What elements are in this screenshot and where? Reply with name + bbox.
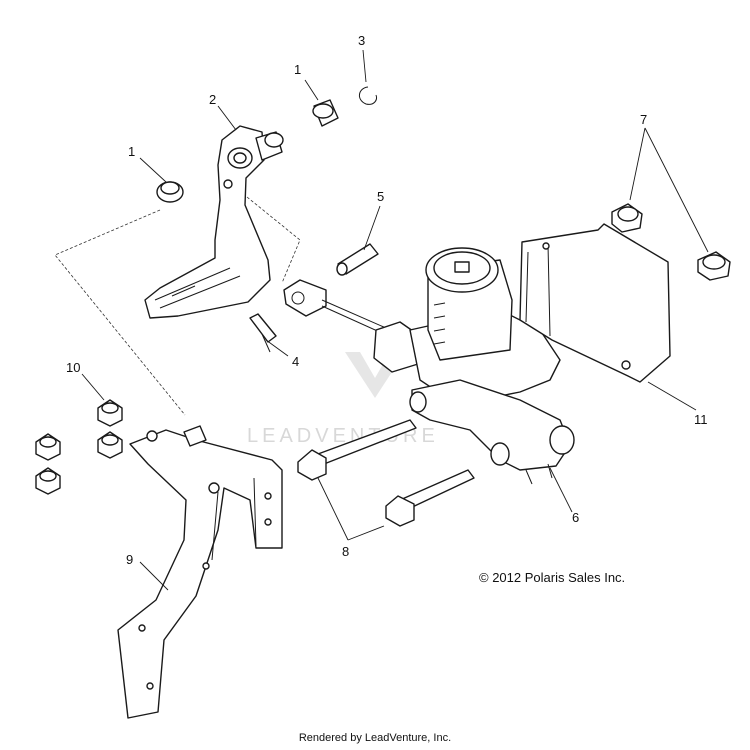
nut-part-10-a [97,399,123,427]
pin-part-4 [249,313,277,353]
callout-3: 3 [358,33,365,48]
nut-part-10-c [97,431,123,459]
callout-2: 2 [209,92,216,107]
nut-part-10-d [35,467,61,495]
callout-11: 11 [694,412,708,427]
nut-part-7-upper [611,203,643,233]
bracket-part-9 [117,425,283,719]
callout-5: 5 [377,189,384,204]
callout-7: 7 [640,112,647,127]
callout-1-left: 1 [128,144,135,159]
leader-lines [81,49,709,591]
mounting-plate-part-11 [519,223,671,383]
assembly-guide-lines [54,196,301,416]
nut-part-7-lower [697,251,731,281]
clevis-pin-part-5 [336,243,379,276]
callout-10: 10 [66,360,80,375]
footer-credit: Rendered by LeadVenture, Inc. [298,732,452,744]
bushing-part-1-upper [312,99,339,127]
clip-part-3 [359,86,377,105]
callout-9: 9 [126,552,133,567]
copyright-notice: © 2012 Polaris Sales Inc. [479,570,626,585]
bolt-part-8-lower [385,469,475,527]
brake-pedal-part-2 [144,125,284,319]
callout-labels: 1 1 3 2 5 4 6 7 8 9 10 11 [66,33,708,567]
callout-4: 4 [292,354,299,369]
callout-8: 8 [342,544,349,559]
nut-part-10-b [35,433,61,461]
master-cylinder-part-6 [283,247,575,485]
callout-1-upper: 1 [294,62,301,77]
bushing-part-1-left [156,181,184,203]
bolt-part-8-upper [297,419,417,481]
callout-6: 6 [572,510,579,525]
